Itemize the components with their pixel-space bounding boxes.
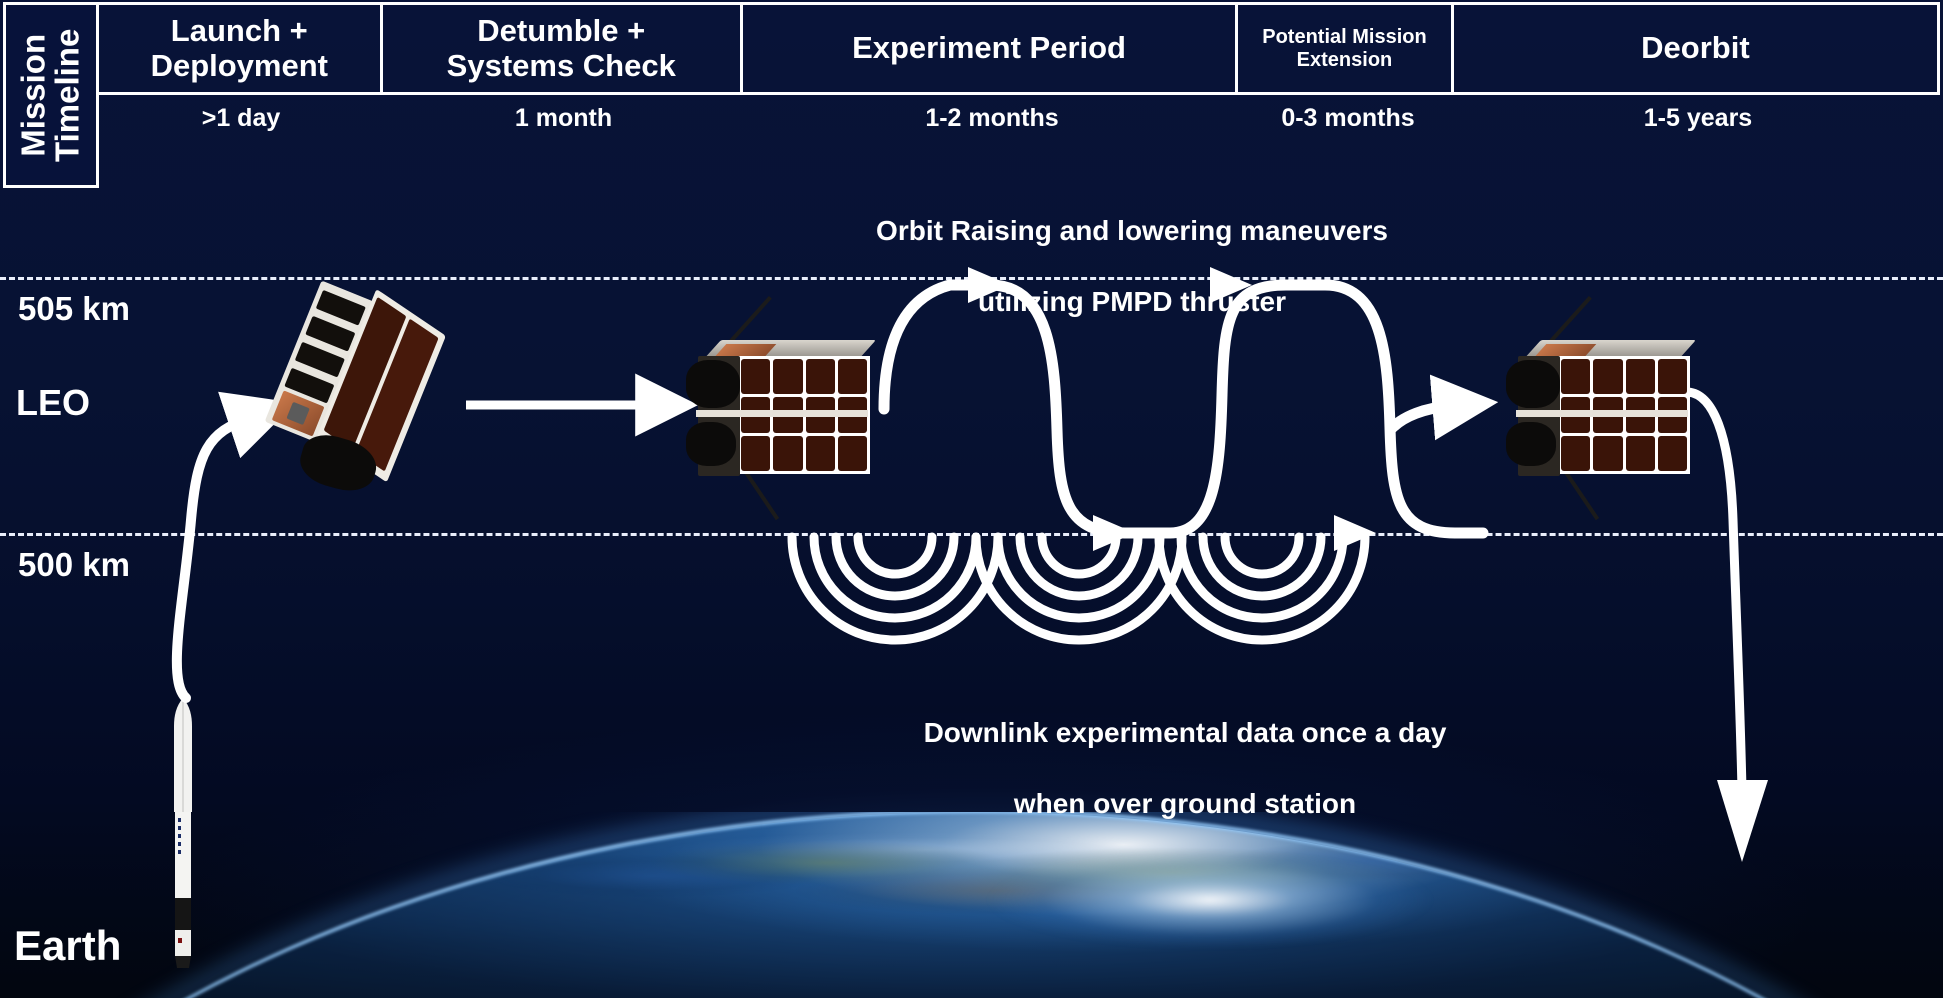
cubesat-2-midband (696, 410, 868, 417)
orbit-maneuver-note-line1: Orbit Raising and lowering maneuvers (876, 215, 1388, 247)
launch-ascent-arrow (171, 391, 296, 703)
sun-glow (930, 822, 1490, 952)
orbit-maneuver-note-line2: utilizing PMPD thruster (978, 285, 1286, 317)
altitude-label-500: 500 km (18, 546, 130, 583)
signal-group-1 (787, 532, 1003, 645)
earth-limb-line (0, 812, 1943, 998)
phase-0-line2: Deployment (150, 47, 328, 83)
timeline-phase-experiment-period[interactable]: Experiment Period (743, 5, 1239, 92)
timeline-phase-row: Launch + Deployment Detumble + Systems C… (99, 2, 1940, 95)
cubesat-3-midband (1516, 410, 1688, 417)
downlink-note: Downlink experimental data once a day wh… (885, 680, 1485, 856)
cubesat-2-thruster-lower (686, 422, 736, 466)
mission-timeline-label-box: Mission Timeline (3, 2, 99, 188)
timeline-phase-deorbit[interactable]: Deorbit (1454, 5, 1937, 92)
timeline-duration-detumble-systems-check: 1 month (514, 103, 613, 132)
region-label-leo: LEO (16, 382, 91, 423)
timeline-duration-row: >1 day 1 month 1-2 months 0-3 months 1-5… (99, 95, 1940, 141)
timeline-duration-deorbit: 1-5 years (1643, 103, 1753, 132)
timeline-phase-potential-mission-extension[interactable]: Potential Mission Extension (1238, 5, 1454, 92)
downlink-note-line2: when over ground station (1013, 787, 1357, 819)
altitude-line-500 (0, 533, 1943, 536)
phase-0-line1: Launch + (170, 12, 308, 48)
phase-3-line2: Extension (1296, 48, 1393, 71)
mission-timeline-label-line1: Mission (14, 33, 52, 157)
deorbit-arrow (1683, 387, 1747, 795)
timeline-duration-launch-deployment: >1 day (201, 103, 281, 132)
cubesat-detumbled (660, 295, 880, 521)
orbit-raising-lowering-path (878, 279, 1489, 539)
signal-group-3 (1154, 532, 1370, 645)
phase-1-line1: Detumble + (477, 12, 646, 48)
phase-3-line1: Potential Mission (1262, 26, 1427, 49)
region-label-earth: Earth (14, 922, 122, 969)
maneuver-arrowhead-up-1 (968, 267, 1010, 303)
mission-timeline-label: Mission Timeline (14, 28, 86, 162)
to-operating-cubesat-arrow (1386, 374, 1499, 441)
orbit-maneuver-note: Orbit Raising and lowering maneuvers uti… (832, 178, 1432, 354)
phase-1-line2: Systems Check (446, 47, 676, 83)
altitude-label-505: 505 km (18, 290, 130, 327)
maneuver-arrowhead-up-2 (1210, 267, 1252, 303)
timeline-phase-launch-deployment[interactable]: Launch + Deployment (99, 5, 383, 92)
mission-timeline-label-line2: Timeline (49, 28, 86, 162)
timeline-duration-potential-mission-extension: 0-3 months (1281, 103, 1415, 132)
timeline-duration-experiment-period: 1-2 months (925, 103, 1059, 132)
cubesat-operating (1480, 295, 1700, 521)
deorbit-arrowhead (1717, 780, 1768, 862)
cubesat-2-thruster-upper (686, 360, 740, 408)
timeline-phase-detumble-systems-check[interactable]: Detumble + Systems Check (383, 5, 743, 92)
cubesat-3-thruster-upper (1506, 360, 1560, 408)
phase-2-name: Experiment Period (852, 30, 1126, 66)
signal-group-2 (971, 532, 1187, 645)
phase-4-name: Deorbit (1641, 30, 1750, 66)
downlink-note-line1: Downlink experimental data once a day (923, 717, 1447, 749)
cubesat-3-thruster-lower (1506, 422, 1556, 466)
